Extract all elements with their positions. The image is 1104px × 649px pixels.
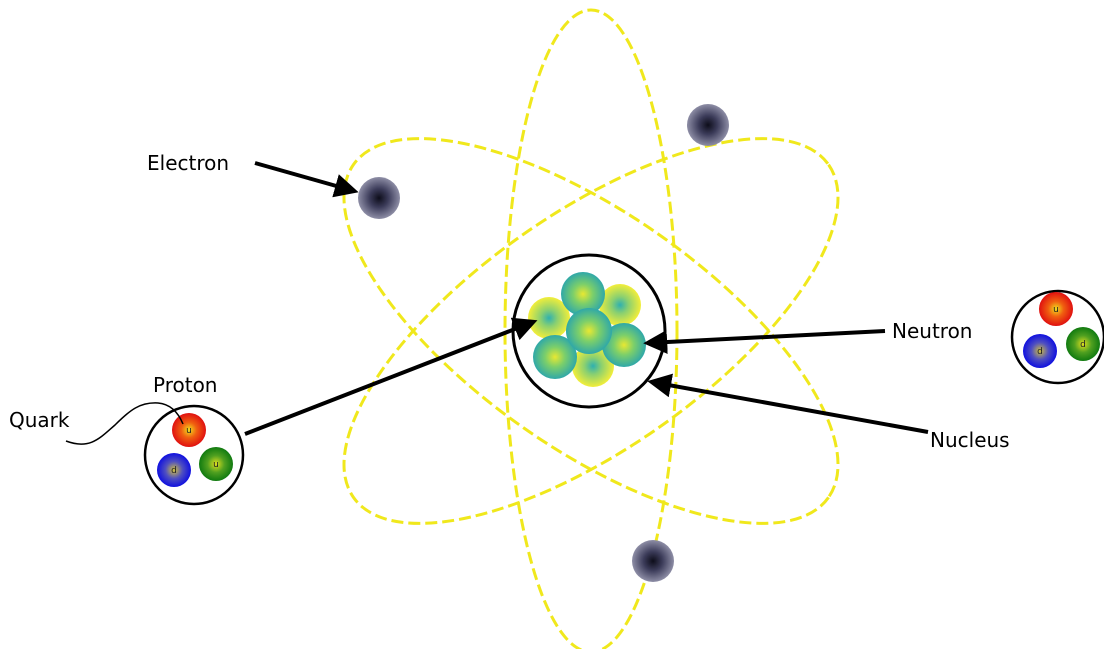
nucleon (533, 335, 577, 379)
neutron-arrow (643, 329, 886, 355)
quark-down (157, 453, 191, 487)
quark-down (1066, 327, 1100, 361)
nucleon (602, 323, 646, 367)
quark-up (1039, 292, 1073, 326)
nucleus-arrow (647, 373, 929, 434)
nucleon (528, 297, 570, 339)
nucleon (599, 284, 641, 326)
quark-up (172, 413, 206, 447)
orbit-tilted-left (342, 137, 840, 525)
label-electron: Electron (147, 151, 229, 175)
electron-arrow (254, 161, 359, 198)
electron-upper-left (358, 177, 400, 219)
quark-up (199, 447, 233, 481)
label-quark: Quark (9, 408, 70, 432)
label-nucleus: Nucleus (930, 428, 1010, 452)
arrows (244, 161, 929, 436)
orbits (342, 8, 840, 649)
quark-label: u (1053, 305, 1059, 315)
nucleon (561, 272, 605, 316)
neutron-detail: u d d (1010, 289, 1104, 385)
proton-detail: u d u (143, 404, 245, 506)
quark-down (1023, 334, 1057, 368)
quark-label: d (1080, 340, 1086, 350)
quark-label: d (171, 466, 177, 476)
electron-bottom (632, 540, 674, 582)
quark-label: u (186, 426, 192, 436)
quark-label: u (213, 460, 219, 470)
label-proton: Proton (153, 373, 217, 397)
nucleon (572, 345, 614, 387)
proton-arrow (244, 317, 538, 436)
nucleon (566, 308, 612, 354)
orbit-vertical (503, 8, 679, 649)
electron-upper-right (687, 104, 729, 146)
orbit-tilted-right (342, 137, 840, 525)
quark-pointer (65, 402, 184, 445)
nucleus (511, 253, 667, 409)
label-neutron: Neutron (892, 319, 972, 343)
quark-label: d (1037, 347, 1043, 357)
